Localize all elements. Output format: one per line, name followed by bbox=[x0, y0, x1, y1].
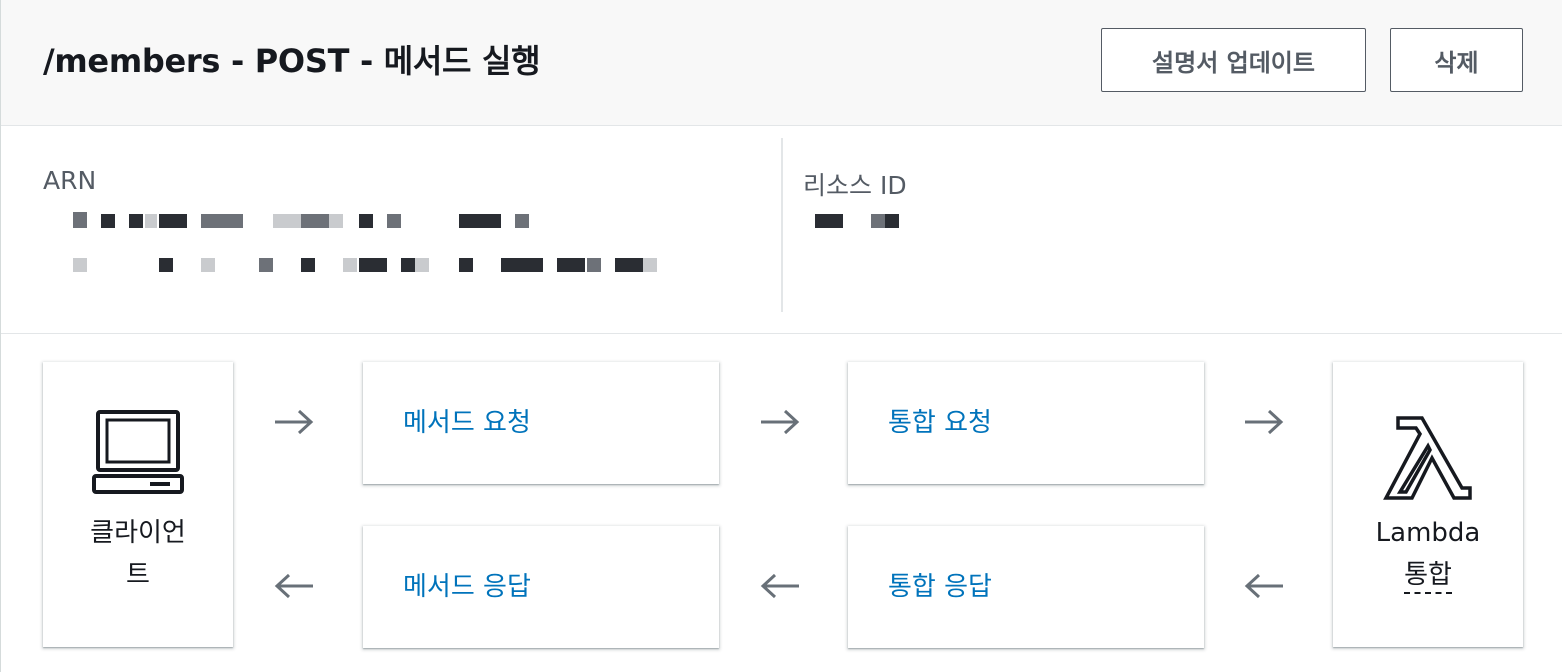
arrow-left-icon bbox=[274, 573, 313, 599]
method-details: ARN bbox=[1, 126, 1562, 334]
update-documentation-button[interactable]: 설명서 업데이트 bbox=[1101, 28, 1366, 92]
method-execution-flow: 클라이언 트 bbox=[1, 334, 1562, 672]
delete-button[interactable]: 삭제 bbox=[1390, 28, 1523, 92]
page-header: /members - POST - 메서드 실행 설명서 업데이트 삭제 bbox=[1, 0, 1562, 126]
method-request-link[interactable]: 메서드 요청 bbox=[403, 408, 531, 438]
lambda-icon bbox=[1383, 416, 1472, 500]
lambda-integration-link[interactable]: 통합 bbox=[1404, 560, 1452, 594]
lambda-label[interactable]: Lambda 통합 bbox=[1333, 512, 1523, 596]
integration-request-card[interactable]: 통합 요청 bbox=[848, 362, 1204, 484]
details-divider bbox=[781, 138, 783, 312]
arn-label: ARN bbox=[43, 166, 97, 195]
method-response-card[interactable]: 메서드 응답 bbox=[363, 526, 719, 648]
integration-response-link[interactable]: 통합 응답 bbox=[888, 572, 992, 602]
client-label: 클라이언 트 bbox=[90, 518, 186, 590]
method-request-card[interactable]: 메서드 요청 bbox=[363, 362, 719, 484]
method-response-link[interactable]: 메서드 응답 bbox=[403, 572, 531, 602]
resource-id-label: 리소스 ID bbox=[803, 171, 907, 200]
arrow-right-icon bbox=[1245, 409, 1284, 435]
client-box: 클라이언 트 bbox=[43, 362, 233, 647]
arrow-left-icon bbox=[760, 573, 799, 599]
integration-request-link[interactable]: 통합 요청 bbox=[888, 408, 992, 438]
integration-response-card[interactable]: 통합 응답 bbox=[848, 526, 1204, 648]
arrow-right-icon bbox=[761, 409, 800, 435]
laptop-icon bbox=[92, 410, 184, 494]
page-title: /members - POST - 메서드 실행 bbox=[43, 42, 541, 80]
arrow-right-icon bbox=[275, 409, 314, 435]
arrow-left-icon bbox=[1244, 573, 1283, 599]
lambda-integration-box[interactable]: Lambda 통합 bbox=[1333, 362, 1523, 647]
